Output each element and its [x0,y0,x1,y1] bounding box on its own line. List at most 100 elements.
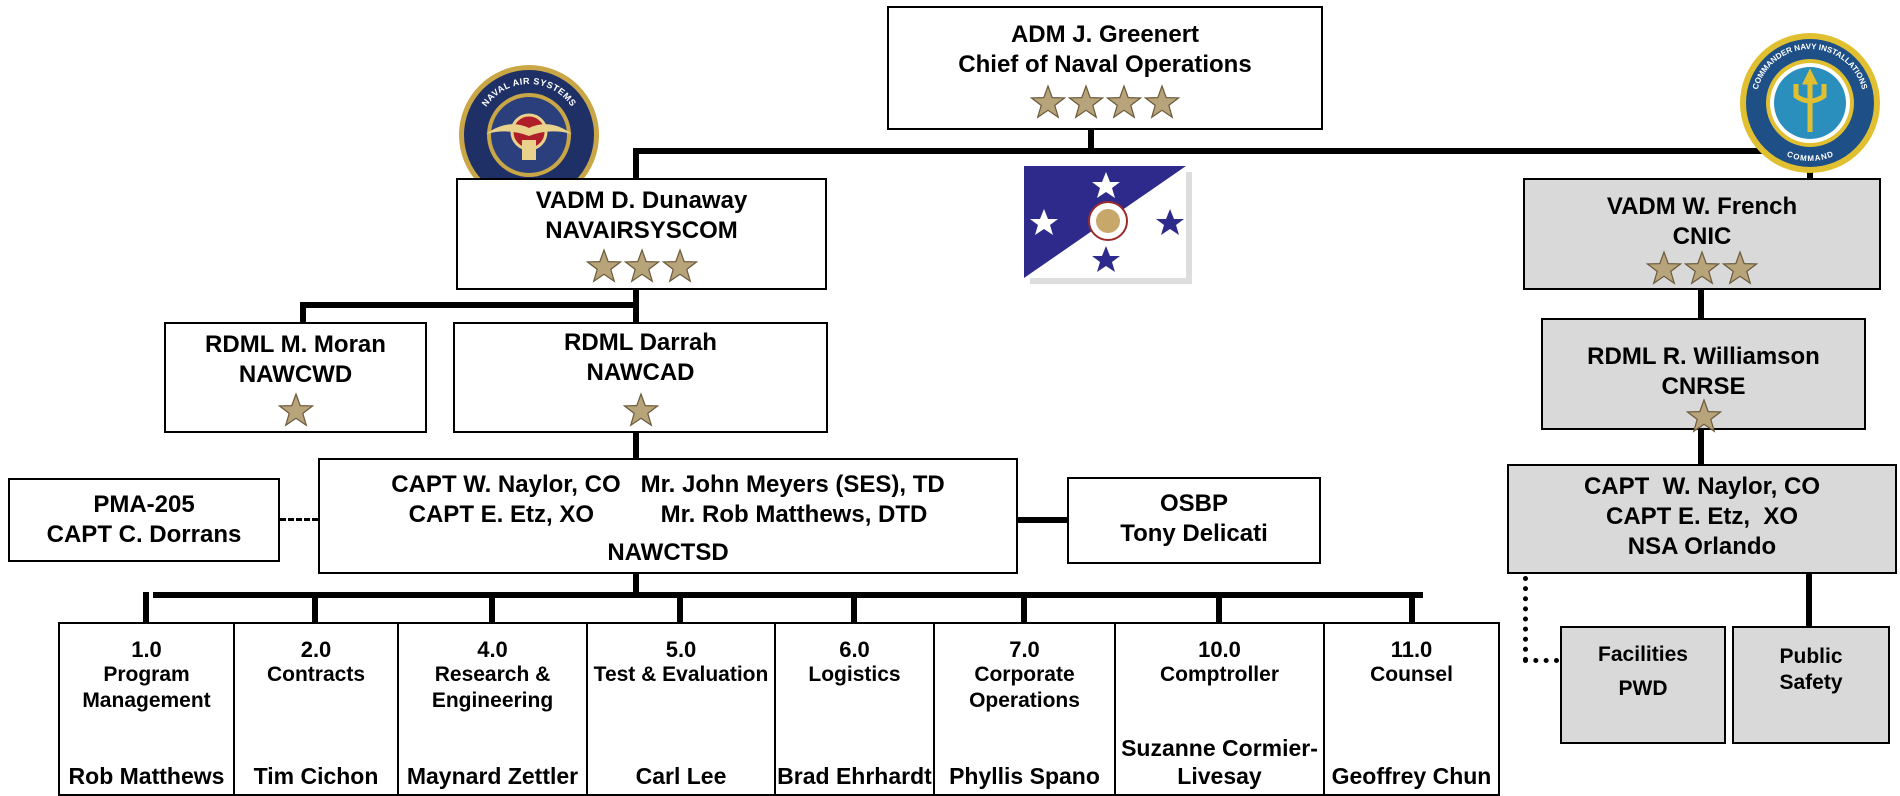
department-number: 1.0 [131,637,162,662]
star-icon [1722,250,1758,285]
nawcwd-name: RDML M. Moran [205,331,386,358]
navair-title: NAVAIRSYSCOM [545,217,738,244]
pma-name: CAPT C. Dorrans [46,521,242,548]
pma-box: PMA-205 CAPT C. Dorrans [8,478,280,562]
department-number: 4.0 [477,637,508,662]
nsa-box: CAPT W. Naylor, CO CAPT E. Etz, XO NSA O… [1507,464,1897,574]
department-head: Suzanne Cormier-Livesay [1121,735,1318,789]
star-icon [661,248,698,283]
dept-connector [851,592,857,624]
connector-facilities-dotted [1523,576,1528,662]
flag-icon [1024,166,1192,284]
dept-connector [1216,592,1222,624]
osbp-name: Tony Delicati [1120,520,1268,547]
cnic-title: CNIC [1672,223,1732,250]
connector-rdml-bar [300,302,639,308]
nawcwd-box: RDML M. Moran NAWCWD [164,322,427,433]
department-number: 6.0 [839,637,870,662]
star-icon [585,248,622,283]
star-icon [622,392,659,427]
nawcad-box: RDML Darrah NAWCAD [453,322,828,433]
nawctsd-leaders-2: CAPT E. Etz, XO Mr. Rob Matthews, DTD [408,501,928,528]
department-head: Phyllis Spano [949,763,1100,789]
connector-cnic-down [1698,288,1704,318]
nsa-xo: CAPT E. Etz, XO [1605,503,1799,530]
navair-seal-icon: NAVAL AIR SYSTEMS COMMAND [459,65,599,205]
star-icon [1068,84,1104,119]
department-name: Test & Evaluation [593,663,769,686]
dept-connector [489,592,495,624]
department-name: Logistics [808,663,901,686]
connector-cnrse-down [1698,430,1704,464]
cnic-stars [1525,250,1879,286]
navair-box: VADM D. Dunaway NAVAIRSYSCOM [456,178,827,290]
pma-code: PMA-205 [93,491,195,518]
star-icon [1646,250,1682,285]
cnrse-name: RDML R. Williamson [1587,343,1820,370]
department-number: 5.0 [665,637,697,662]
cnic-box: VADM W. French CNIC [1523,178,1881,290]
dept-connector [1021,592,1027,624]
nawctsd-box: CAPT W. Naylor, CO Mr. John Meyers (SES)… [318,458,1018,574]
department-number: 10.0 [1198,637,1241,662]
connector-nawctsd-down [633,572,639,596]
nawctsd-leaders-1: CAPT W. Naylor, CO Mr. John Meyers (SES)… [391,471,945,498]
connector-navair-up [633,148,639,178]
cno-title: Chief of Naval Operations [958,51,1252,78]
star-icon [1685,398,1722,433]
department-head: Carl Lee [635,763,727,789]
nawcad-name: RDML Darrah [564,329,717,356]
star-icon [1684,250,1720,285]
connector-facilities-dotted-end [1523,658,1559,668]
department-number: 2.0 [300,637,332,662]
connector-osbp [1017,517,1067,523]
department-head: Brad Ehrhardt [777,763,932,789]
department-name: Contracts [266,663,366,686]
department-head: Maynard Zettler [406,763,579,789]
dept-connector [1409,592,1415,624]
cnrse-box: RDML R. Williamson CNRSE [1541,318,1866,433]
connector-dept-bar [153,592,1423,598]
cno-box: ADM J. Greenert Chief of Naval Operation… [887,6,1323,130]
nsa-title: NSA Orlando [1627,533,1777,560]
safety-line2: Safety [1779,671,1843,694]
department-name: Comptroller [1159,663,1279,686]
cnrse-stars [1543,398,1864,434]
svg-text:COMMAND: COMMAND [1786,149,1835,163]
nawcwd-stars [166,392,425,428]
connector-pma-dashed [280,518,318,521]
department-name: Research & Engineering [431,663,554,712]
nsa-co: CAPT W. Naylor, CO [1583,473,1821,500]
safety-box: Public Safety [1732,626,1890,744]
nawctsd-title: NAWCTSD [607,539,729,566]
connector-safety-down [1806,574,1812,626]
navair-stars [458,248,825,284]
star-icon [1144,84,1180,119]
department-number: 7.0 [1009,637,1040,662]
cnrse-title: CNRSE [1661,373,1746,400]
navair-name: VADM D. Dunaway [535,187,748,214]
nawcwd-title: NAWCWD [238,361,353,388]
star-icon [277,392,314,427]
department-head: Geoffrey Chun [1331,763,1492,789]
department-name: Counsel [1370,663,1453,686]
cno-name: ADM J. Greenert [1010,21,1200,48]
connector-top-down [1088,128,1094,152]
cno-stars [889,84,1321,120]
connector-top-bar [633,148,1813,154]
dept-connector [143,592,149,624]
osbp-box: OSBP Tony Delicati [1067,477,1321,564]
dept-connector [677,592,683,624]
star-icon [623,248,660,283]
nawcad-stars [455,392,826,428]
cnic-name: VADM W. French [1606,193,1798,220]
safety-line1: Public [1779,645,1843,668]
connector-nawcad-down [633,432,639,458]
